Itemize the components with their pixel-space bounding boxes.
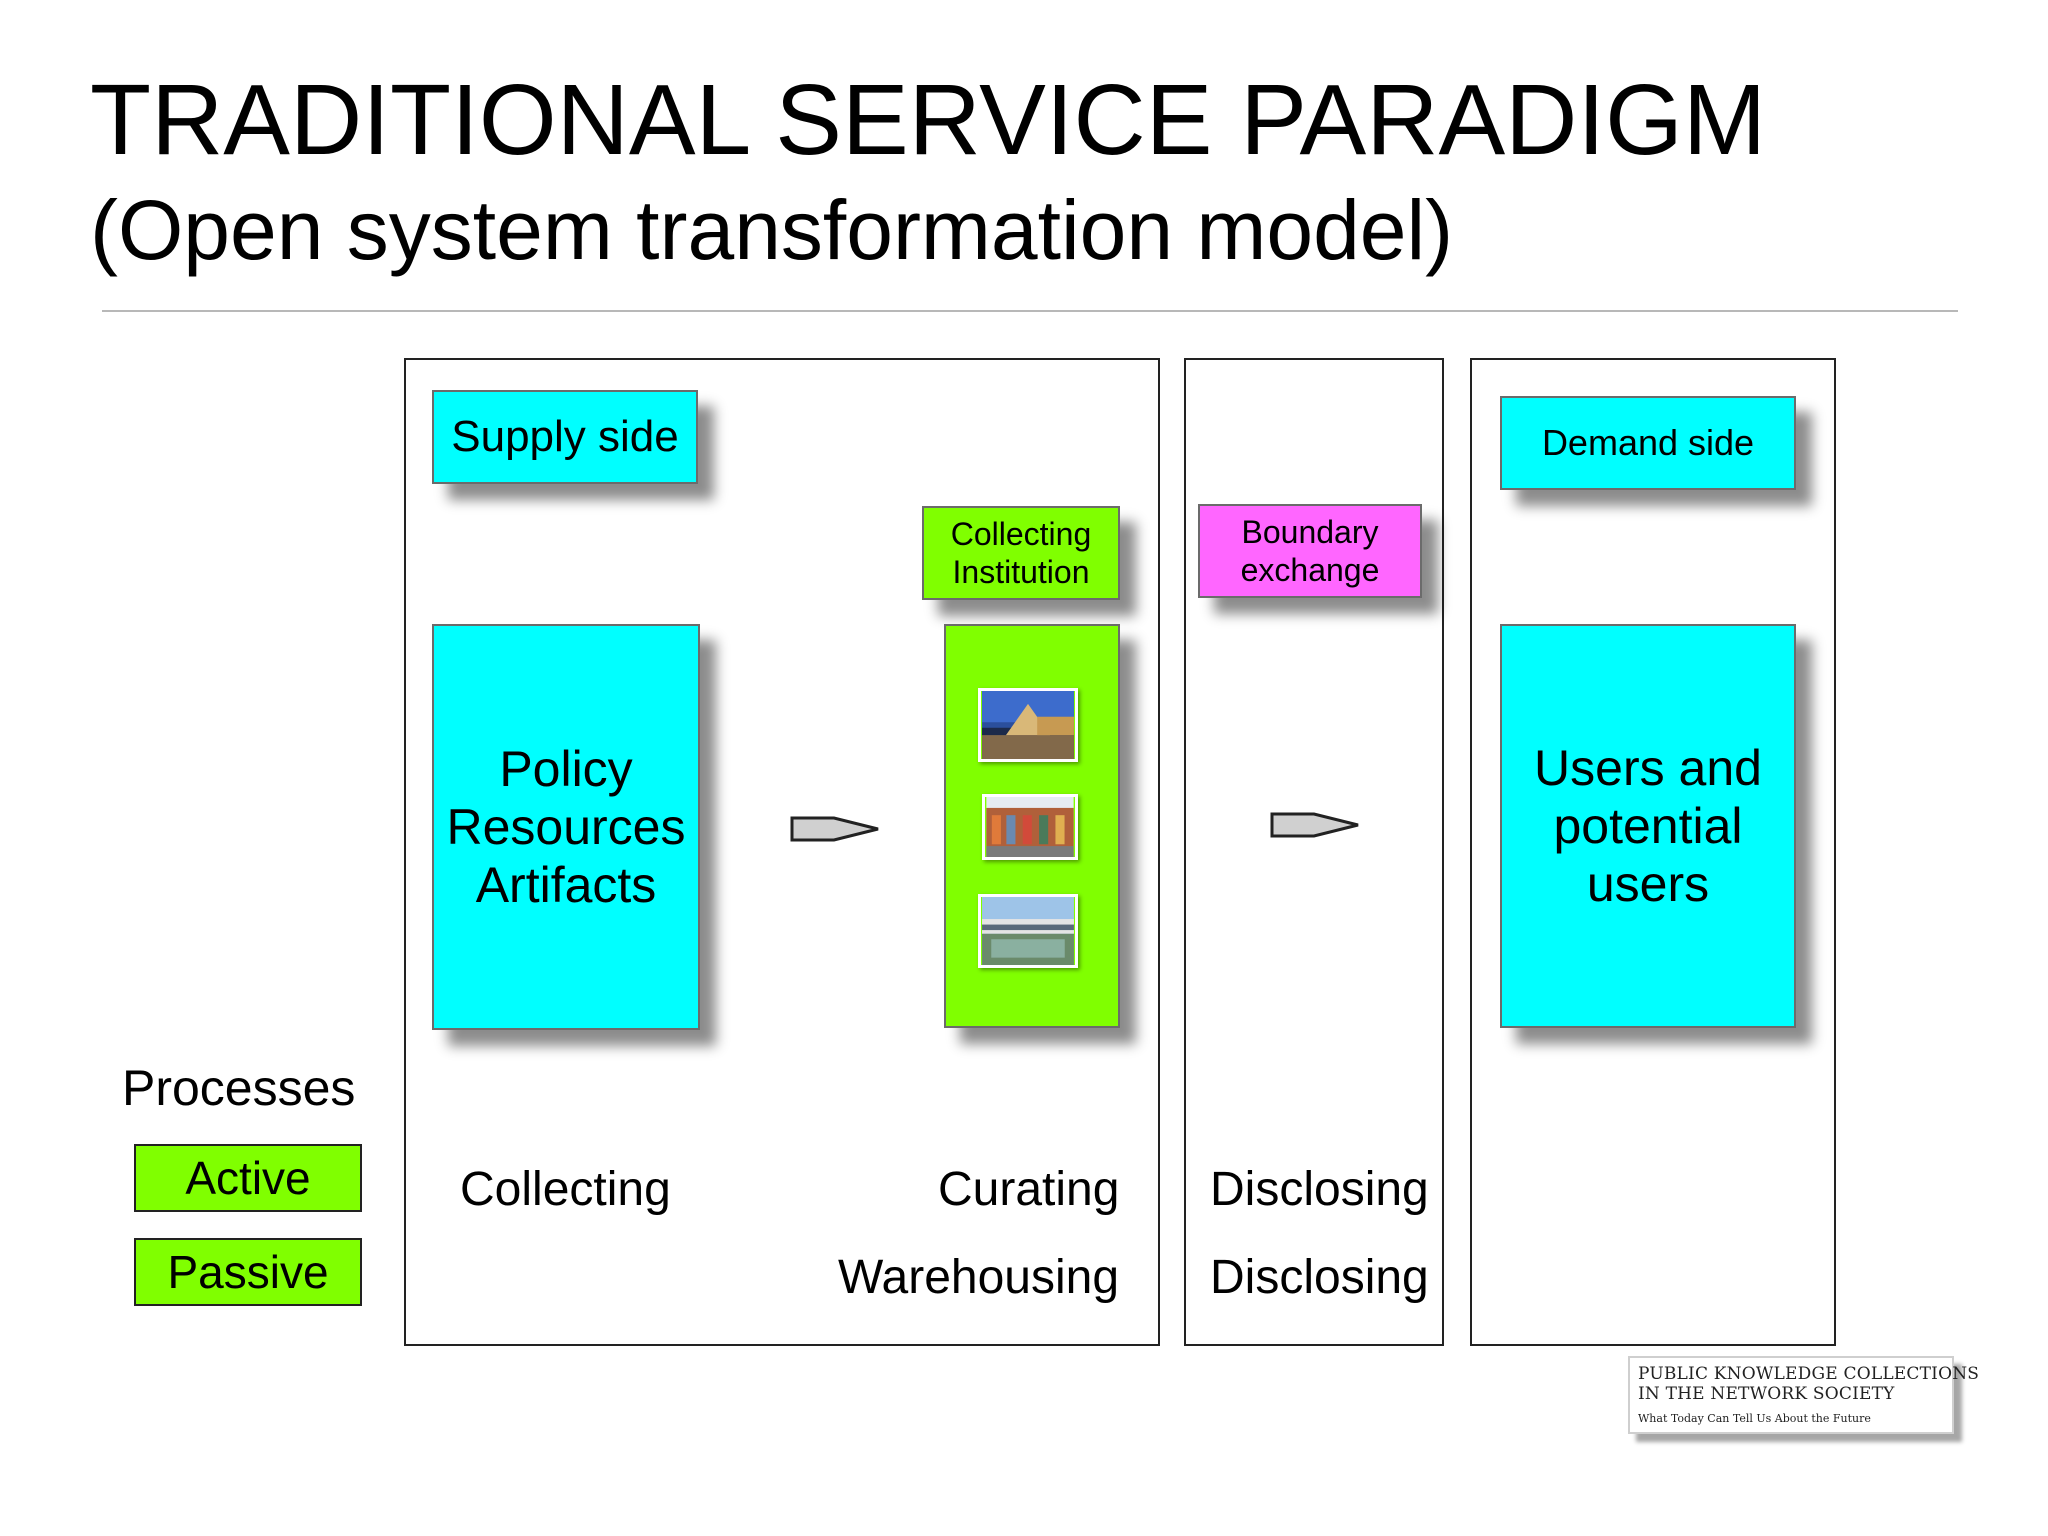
legend-active: Active	[134, 1144, 362, 1212]
artifacts-line: Artifacts	[475, 857, 657, 913]
library-building-photo	[982, 794, 1078, 860]
users-box: Users and potential users	[1500, 624, 1796, 1028]
resources-line: Resources	[446, 799, 686, 855]
demand-side-box: Demand side	[1500, 396, 1796, 490]
boundary-exchange-line1: Boundary	[1241, 514, 1379, 550]
modern-building-photo	[978, 894, 1078, 968]
process-collecting: Collecting	[460, 1163, 671, 1216]
legend-passive: Passive	[134, 1238, 362, 1306]
supply-side-label: Supply side	[451, 412, 679, 461]
page-title: TRADITIONAL SERVICE PARADIGM	[90, 64, 1767, 176]
policy-resources-artifacts-box: Policy Resources Artifacts	[432, 624, 700, 1030]
collecting-institution-line1: Collecting	[950, 516, 1092, 552]
process-disclosing-active: Disclosing	[1210, 1163, 1429, 1216]
users-line2: potential	[1553, 798, 1743, 854]
page-subtitle: (Open system transformation model)	[90, 183, 1454, 277]
logo-line2: IN THE NETWORK SOCIETY	[1638, 1384, 1895, 1404]
boundary-exchange-line2: exchange	[1240, 552, 1380, 588]
process-warehousing: Warehousing	[838, 1251, 1120, 1304]
processes-heading: Processes	[122, 1060, 356, 1116]
process-disclosing-passive: Disclosing	[1210, 1251, 1429, 1304]
logo-line1: PUBLIC KNOWLEDGE COLLECTIONS	[1638, 1364, 1980, 1384]
flow-arrow-icon	[790, 816, 879, 842]
demand-side-label: Demand side	[1541, 422, 1755, 463]
legend-passive-label: Passive	[167, 1246, 329, 1298]
book-logo: PUBLIC KNOWLEDGE COLLECTIONS IN THE NETW…	[1628, 1356, 1980, 1434]
boundary-exchange-box: Boundary exchange	[1198, 504, 1422, 598]
users-line3: users	[1586, 856, 1710, 912]
logo-line3: What Today Can Tell Us About the Future	[1638, 1412, 1871, 1425]
institution-images-box	[944, 624, 1120, 1028]
museum-pyramid-photo	[978, 688, 1078, 762]
legend-active-label: Active	[185, 1152, 311, 1204]
collecting-institution-box: Collecting Institution	[922, 506, 1120, 600]
policy-line: Policy	[499, 741, 633, 797]
users-line1: Users and	[1534, 740, 1762, 796]
collecting-institution-line2: Institution	[952, 554, 1090, 590]
supply-side-box: Supply side	[432, 390, 698, 484]
flow-arrow-icon	[1270, 812, 1359, 838]
title-divider	[102, 310, 1958, 312]
process-curating: Curating	[938, 1163, 1120, 1216]
